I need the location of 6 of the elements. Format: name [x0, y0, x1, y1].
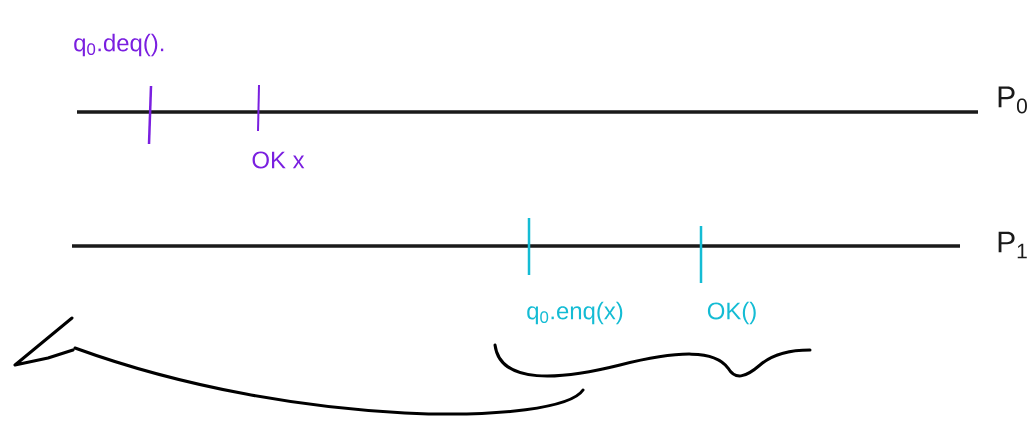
handwritten-label: P$_{1}$ [998, 231, 1027, 259]
handwritten-label: OK() [707, 301, 756, 325]
handwritten-label: OK x [252, 151, 305, 169]
handwritten-label: q$_{0}$.enq(x) [527, 301, 623, 325]
handwritten-label: P$_{0}$ [998, 86, 1027, 114]
handwritten-label: q$_{0}$.deq(). [74, 33, 164, 57]
